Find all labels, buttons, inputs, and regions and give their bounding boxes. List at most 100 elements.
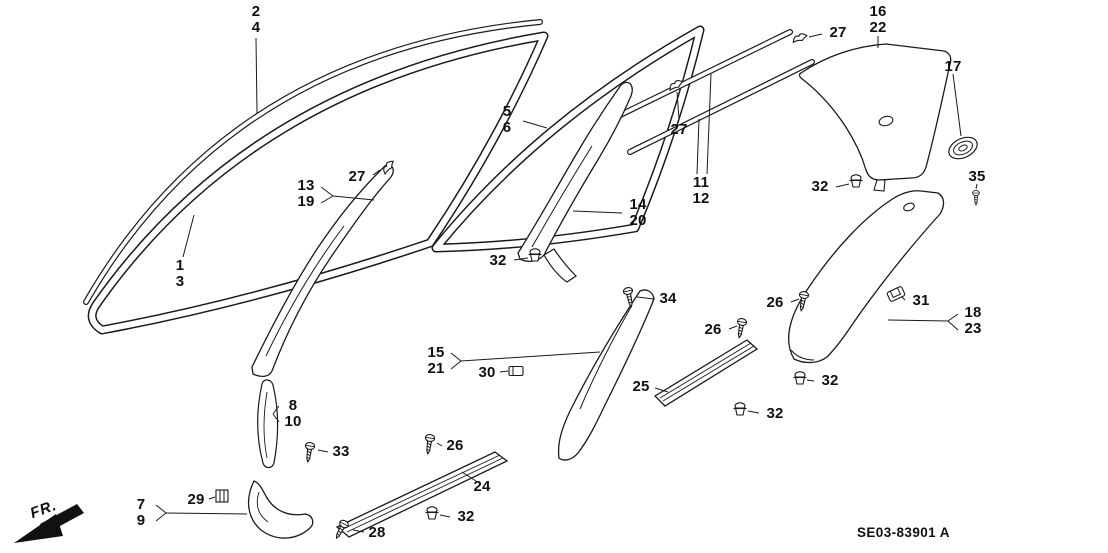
callout-number: 27 xyxy=(670,121,688,138)
callout-number: 10 xyxy=(284,413,302,430)
callout-33: 33 xyxy=(326,444,356,460)
callout-number: 32 xyxy=(821,372,839,389)
callout-30: 30 xyxy=(472,365,502,381)
screw-26-b xyxy=(734,317,748,340)
callout-number: 11 xyxy=(692,174,710,191)
callout-number: 9 xyxy=(136,512,146,529)
callout-number: 27 xyxy=(348,168,366,185)
callout-number: 26 xyxy=(766,294,784,311)
callout-number: 32 xyxy=(811,178,829,195)
callout-25: 25 xyxy=(626,379,656,395)
callout-number: 32 xyxy=(489,252,507,269)
callout-number: 15 xyxy=(427,344,445,361)
part-center-pillar-upper-garnish xyxy=(517,81,633,283)
callout-number: 21 xyxy=(427,360,445,377)
part-front-corner-garnish xyxy=(247,480,314,539)
callout-number: 7 xyxy=(136,496,146,513)
fr-arrow-icon xyxy=(14,504,84,543)
clip-32-e xyxy=(424,506,440,520)
clip-31 xyxy=(886,286,906,302)
screw-35 xyxy=(972,190,980,206)
callout-number: 4 xyxy=(251,19,261,36)
callout-number: 34 xyxy=(659,290,677,307)
callout-27-c: 27 xyxy=(342,169,372,185)
screw-33 xyxy=(302,441,316,464)
callout-number: 14 xyxy=(629,196,647,213)
clip-32-b xyxy=(792,371,808,385)
callout-number: 35 xyxy=(968,168,986,185)
part-front-pillar-garnish xyxy=(251,164,394,378)
callout-27-a: 27 xyxy=(823,25,853,41)
callout-number: 1 xyxy=(175,257,185,274)
callout-number: 12 xyxy=(692,190,710,207)
callout-number: 26 xyxy=(704,321,722,338)
leader-lines xyxy=(155,33,978,533)
callout-29: 29 xyxy=(181,492,211,508)
callout-32-c: 32 xyxy=(760,406,790,422)
clip-29 xyxy=(215,489,229,503)
clip-30 xyxy=(508,365,524,377)
callout-number: 2 xyxy=(251,3,261,20)
callout-28: 28 xyxy=(362,525,392,541)
part-rear-sill-plate xyxy=(653,339,759,407)
clip-32-c xyxy=(732,402,748,416)
callout-32-b: 32 xyxy=(815,373,845,389)
screw-26-c xyxy=(422,433,436,456)
callout-number: 32 xyxy=(457,508,475,525)
callout-number: 33 xyxy=(332,443,350,460)
part-front-pillar-lower-strip xyxy=(257,379,279,469)
callout-number: 20 xyxy=(629,212,647,229)
callout-number: 22 xyxy=(869,19,887,36)
callout-number: 27 xyxy=(829,24,847,41)
part-grommet xyxy=(948,136,978,160)
callout-number: 23 xyxy=(964,320,982,337)
clip-27-a xyxy=(791,31,809,44)
part-center-pillar-lower-garnish xyxy=(557,289,655,461)
callout-32-d: 32 xyxy=(483,253,513,269)
callout-number: 30 xyxy=(478,364,496,381)
part-quarter-pillar-garnish xyxy=(798,43,952,192)
callout-number: 8 xyxy=(288,397,298,414)
part-front-roof-side-molding xyxy=(83,19,543,305)
callout-number: 16 xyxy=(869,3,887,20)
callout-32-e: 32 xyxy=(451,509,481,525)
callout-34: 34 xyxy=(653,291,683,307)
callout-number: 24 xyxy=(473,478,491,495)
callout-number: 6 xyxy=(502,119,512,136)
part-rear-pillar-lower-garnish xyxy=(787,190,945,364)
callout-24: 24 xyxy=(467,479,497,495)
callout-number: 31 xyxy=(912,292,930,309)
callout-26-b: 26 xyxy=(698,322,728,338)
callout-32-a: 32 xyxy=(805,179,835,195)
callout-27-b: 27 xyxy=(664,122,694,138)
part-rear-roof-side-molding-upper xyxy=(607,29,793,123)
callout-number: 3 xyxy=(175,273,185,290)
clip-32-a xyxy=(848,174,864,188)
callout-number: 25 xyxy=(632,378,650,395)
callout-number: 26 xyxy=(446,437,464,454)
callout-26-a: 26 xyxy=(760,295,790,311)
callout-26-c: 26 xyxy=(440,438,470,454)
part-rear-roof-side-molding-lower xyxy=(627,59,815,155)
callout-number: 28 xyxy=(368,524,386,541)
callout-number: 18 xyxy=(964,304,982,321)
callout-number: 13 xyxy=(297,177,315,194)
callout-17: 17 xyxy=(938,59,968,75)
callout-35: 35 xyxy=(962,169,992,185)
callout-number: 29 xyxy=(187,491,205,508)
callout-number: 5 xyxy=(502,103,512,120)
callout-number: 19 xyxy=(297,193,315,210)
diagram-code: SE03-83901 A xyxy=(857,525,950,540)
callout-number: 32 xyxy=(766,405,784,422)
